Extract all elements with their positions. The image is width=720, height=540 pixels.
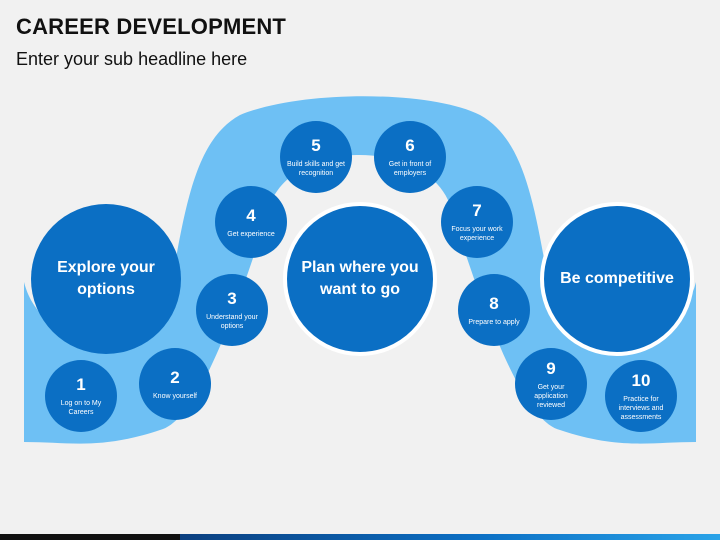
step-10-label: Practice for interviews and assessments — [618, 395, 664, 421]
step-4-number: 4 — [246, 205, 256, 225]
step-8-label: Prepare to apply — [468, 318, 520, 326]
step-9-label: Get your application reviewed — [534, 383, 568, 409]
step-7-number: 7 — [472, 201, 482, 220]
step-6-number: 6 — [405, 136, 415, 155]
step-2: 2 Know yourself — [139, 348, 211, 420]
step-6: 6 Get in front of employers — [374, 121, 446, 193]
bottom-accent-bar — [0, 534, 720, 540]
circle-explore: Explore your options — [31, 204, 181, 354]
step-2-number: 2 — [170, 367, 180, 387]
step-5-label: Build skills and get recognition — [287, 161, 345, 177]
compete-label: Be competitive — [560, 270, 674, 287]
step-4-label: Get experience — [227, 230, 275, 238]
bottom-bar-gradient — [180, 534, 720, 540]
step-4: 4 Get experience — [215, 186, 287, 258]
step-8-number: 8 — [489, 293, 499, 313]
bottom-bar-dark — [0, 534, 180, 540]
plan-label: Plan where you want to go — [301, 259, 419, 298]
step-8: 8 Prepare to apply — [458, 274, 530, 346]
step-3: 3 Understand your options — [196, 274, 268, 346]
step-7-label: Focus your work experience — [451, 226, 503, 242]
page-title: CAREER DEVELOPMENT — [16, 14, 287, 39]
step-3-label: Understand your options — [206, 314, 258, 330]
step-1-label: Log on to My Careers — [60, 400, 102, 416]
step-3-number: 3 — [227, 289, 237, 308]
circle-compete: Be competitive — [540, 202, 694, 356]
step-6-label: Get in front of employers — [388, 161, 432, 177]
step-9: 9 Get your application reviewed — [515, 348, 587, 420]
step-10: 10 Practice for interviews and assessmen… — [605, 360, 677, 432]
step-5: 5 Build skills and get recognition — [280, 121, 352, 193]
step-1-number: 1 — [76, 375, 86, 394]
explore-label: Explore your options — [57, 259, 155, 298]
step-1: 1 Log on to My Careers — [45, 360, 117, 432]
circle-plan: Plan where you want to go — [283, 202, 437, 356]
step-2-label: Know yourself — [153, 392, 197, 400]
step-10-number: 10 — [631, 370, 651, 390]
step-5-number: 5 — [311, 136, 321, 155]
sub-headline: Enter your sub headline here — [16, 49, 248, 69]
step-7: 7 Focus your work experience — [441, 186, 513, 258]
step-9-number: 9 — [546, 358, 556, 378]
